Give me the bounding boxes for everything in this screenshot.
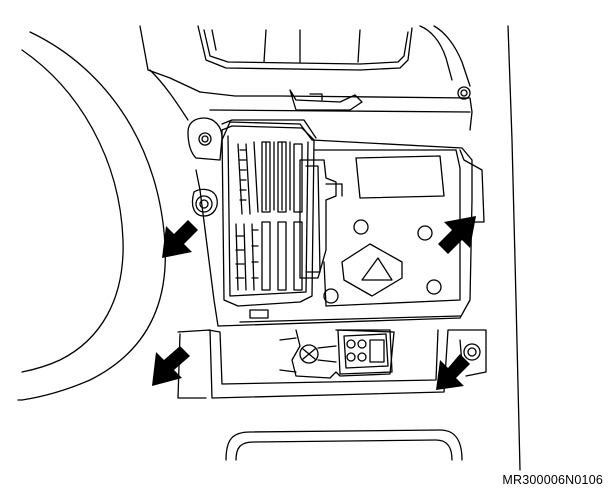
panel-edge	[507, 25, 521, 471]
module-body	[195, 119, 485, 327]
callout-arrow-4	[436, 354, 470, 390]
fuse-block	[221, 125, 315, 307]
plug-connector	[279, 329, 395, 379]
upper-bracket	[139, 25, 473, 131]
lower-tray	[177, 309, 487, 399]
round-housing	[17, 31, 166, 401]
connector-latch	[299, 159, 343, 279]
module-plate	[313, 149, 461, 307]
callout-arrow-2	[438, 216, 476, 254]
mounting-tab-top	[187, 117, 223, 161]
figure-code: MR300006N0106	[502, 473, 603, 487]
bottom-opening	[225, 429, 463, 461]
mounting-tab-left	[191, 188, 218, 217]
callout-arrow-3	[152, 346, 190, 386]
callout-arrow-1	[162, 220, 198, 258]
